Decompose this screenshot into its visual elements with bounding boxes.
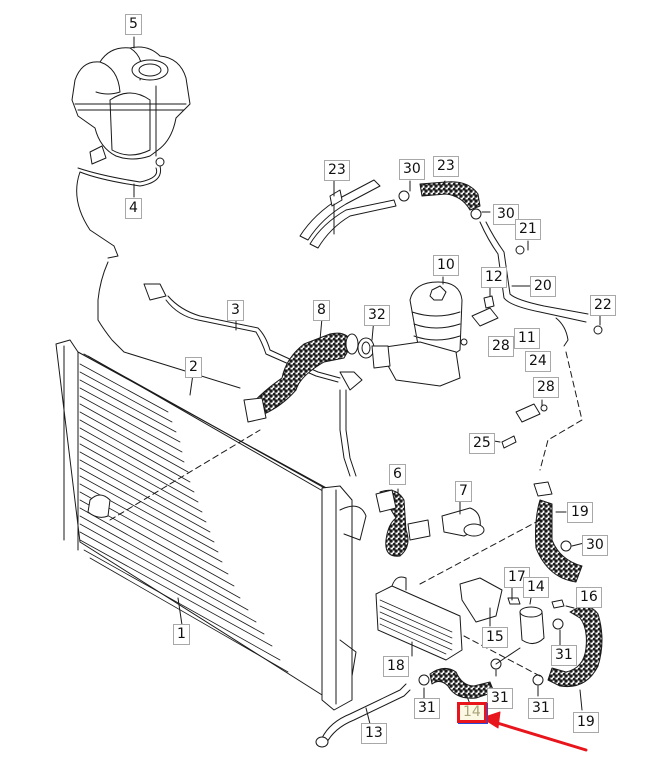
callout-20[interactable]: 18 (383, 656, 409, 677)
callout-24[interactable]: 23 (433, 156, 459, 177)
callout-8[interactable]: 8 (313, 300, 330, 321)
callout-19[interactable]: 19 (573, 712, 599, 733)
coolant-hose-upper-drawing[interactable] (375, 489, 431, 557)
callout-12[interactable]: 12 (481, 267, 507, 288)
callout-3[interactable]: 3 (227, 300, 244, 321)
callout-21[interactable]: 19 (567, 502, 593, 523)
callout-4[interactable]: 4 (125, 198, 142, 219)
upper-radiator-hose-drawing[interactable] (243, 332, 359, 423)
sensor-11-drawing[interactable] (460, 295, 499, 346)
dashed-leader (109, 429, 261, 521)
callout-2[interactable]: 2 (185, 357, 202, 378)
callout-16[interactable]: 15 (482, 627, 508, 648)
callout-11[interactable]: 11 (514, 328, 540, 349)
callout-23-top[interactable]: 21 (515, 219, 541, 240)
callout-5[interactable]: 5 (125, 14, 142, 35)
dashed-leader (539, 351, 583, 471)
callout-30-right[interactable]: 30 (493, 204, 519, 225)
expansion-tank-hose-drawing[interactable] (76, 165, 241, 389)
callout-23-right[interactable]: 22 (590, 295, 616, 316)
temperature-sender-drawing[interactable] (501, 403, 548, 449)
callout-6[interactable]: 6 (389, 464, 406, 485)
callout-25[interactable]: 23 (324, 160, 350, 181)
red-arrow (481, 711, 588, 752)
radiator-drawing[interactable] (55, 339, 367, 711)
callout-22[interactable]: 20 (530, 276, 556, 297)
coolant-pipe-drawing[interactable] (315, 683, 411, 748)
heater-pipe-drawing[interactable] (299, 179, 397, 249)
callout-31-left[interactable]: 31 (414, 698, 440, 719)
callout-1[interactable]: 1 (173, 624, 190, 645)
callout-32[interactable]: 32 (364, 305, 390, 326)
callout-13[interactable]: 13 (361, 723, 387, 744)
callout-30-lower[interactable]: 30 (582, 535, 608, 556)
callout-14-highlighted[interactable]: 14 (457, 702, 487, 723)
dashed-leader (419, 519, 541, 585)
oil-cooler-drawing[interactable] (375, 576, 463, 661)
coolant-expansion-tank-drawing[interactable] (71, 46, 191, 167)
callout-31-mid-right[interactable]: 31 (551, 645, 577, 666)
callout-7[interactable]: 7 (455, 481, 472, 502)
callout-26[interactable]: 24 (525, 351, 551, 372)
callout-31-mid[interactable]: 31 (487, 688, 513, 709)
coolant-hose-return-drawing[interactable] (533, 481, 583, 583)
connector-line (495, 647, 521, 665)
dashed-leader (463, 635, 541, 677)
callout-31-right[interactable]: 31 (528, 698, 554, 719)
callout-28-lower[interactable]: 28 (533, 377, 559, 398)
clip-32-drawing[interactable] (357, 337, 375, 359)
callout-10[interactable]: 10 (433, 255, 459, 276)
callout-28-upper[interactable]: 28 (488, 336, 514, 357)
bleeder-hose-drawing[interactable] (143, 283, 363, 477)
coolant-pipe-rear-drawing[interactable] (479, 221, 603, 347)
callout-30-top[interactable]: 30 (399, 159, 425, 180)
callout-17[interactable]: 16 (576, 587, 602, 608)
oil-filter-housing-drawing[interactable] (371, 281, 463, 387)
coolant-hose-14-drawing[interactable] (429, 668, 495, 699)
coolant-flange-drawing[interactable] (441, 507, 485, 537)
callout-27[interactable]: 25 (469, 433, 495, 454)
coolant-pump-aux-drawing[interactable] (507, 597, 565, 644)
spring-clips-31-drawing[interactable] (418, 618, 564, 686)
callout-15[interactable]: 14 (523, 577, 549, 598)
heater-hose-drawing[interactable] (398, 181, 482, 220)
bracket-drawing[interactable] (459, 577, 503, 623)
coolant-hose-lower-drawing[interactable] (547, 606, 603, 688)
